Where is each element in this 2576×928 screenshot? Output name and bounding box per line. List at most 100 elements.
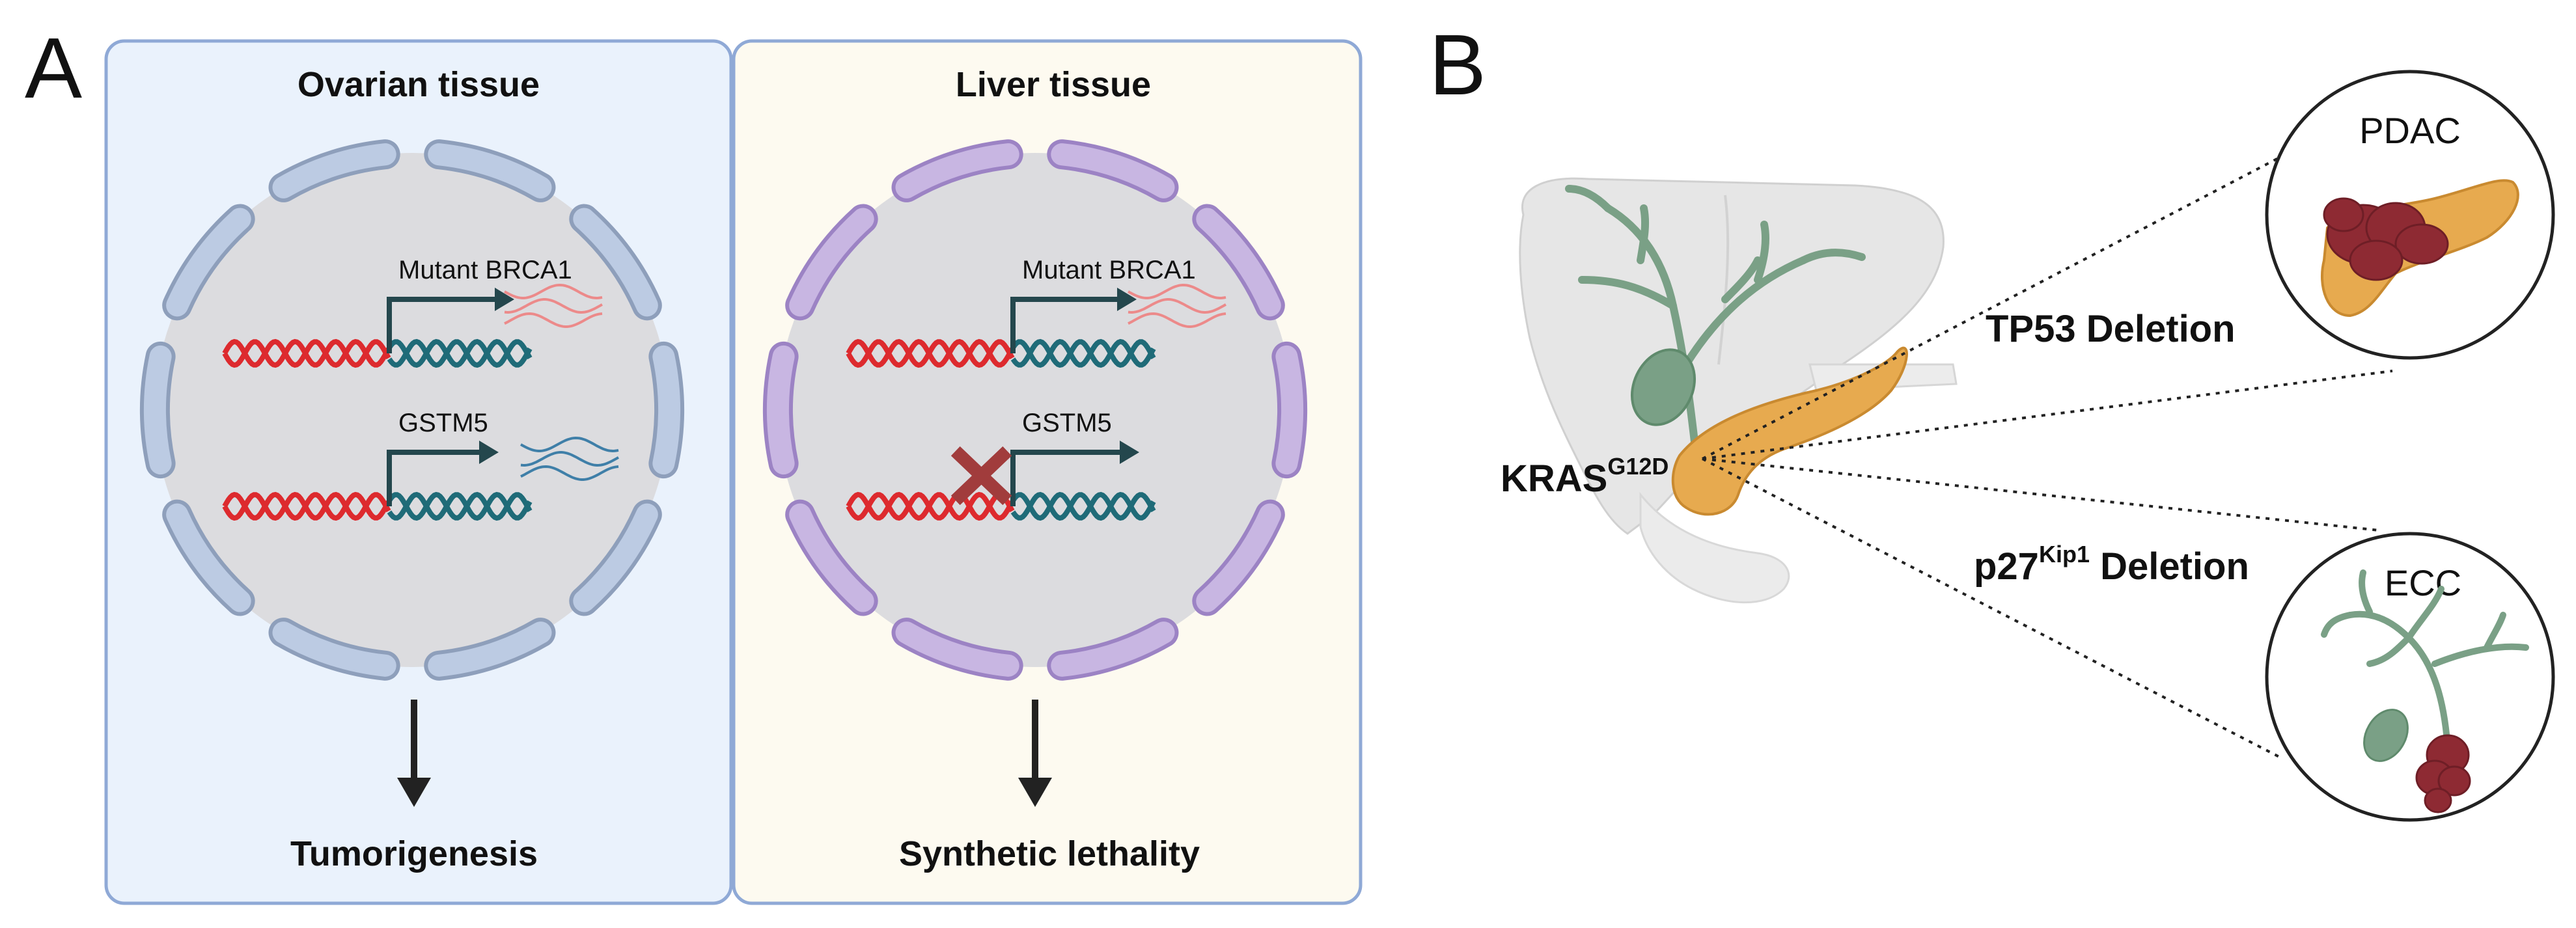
envelope-segment	[166, 208, 251, 317]
envelope-segment	[166, 503, 251, 612]
liver-top-gene: Mutant BRCA1	[846, 256, 1226, 368]
ovarian-promoter-arrow-top	[387, 297, 496, 353]
liver-promoter-arrow-bottom	[1010, 450, 1121, 506]
envelope-segment	[895, 621, 1019, 677]
envelope-segment	[1051, 143, 1175, 198]
ovarian-arrowhead-top	[495, 288, 514, 311]
panel-letter-b: B	[1429, 17, 1486, 113]
envelope-segment	[144, 345, 172, 475]
dna-strand	[387, 338, 533, 368]
dna-strand	[846, 338, 1015, 368]
mrna-strand	[504, 283, 603, 300]
liver-dna-top	[846, 338, 1156, 368]
ecc-tumor	[2415, 734, 2471, 813]
pdac-label: PDAC	[2359, 110, 2461, 151]
dna-strand	[1010, 491, 1156, 521]
block-x-icon	[950, 446, 1012, 506]
envelope-segment	[573, 208, 658, 317]
liver-promoter-arrow-top	[1010, 297, 1118, 353]
kras-base: KRAS	[1501, 457, 1607, 500]
envelope-segment	[652, 345, 680, 475]
p27-deletion-label: p27Kip1 Deletion	[1974, 541, 2249, 588]
ovarian-mrna-gstm5	[520, 436, 619, 481]
liver-title: Liver tissue	[956, 65, 1151, 104]
ovarian-panel: Ovarian tissue Mutant BRCA1 GSTM5 Tumori…	[104, 39, 733, 905]
p27-sup: Kip1	[2039, 541, 2090, 567]
ovarian-top-gene: Mutant BRCA1	[222, 256, 603, 368]
ovarian-title: Ovarian tissue	[298, 65, 540, 104]
liver-organ-illustration	[1519, 177, 1958, 604]
liver-bottom-gene: GSTM5	[846, 409, 1156, 521]
connector-lines	[1702, 152, 2393, 759]
dna-strand	[387, 491, 533, 521]
connector-line-3	[1702, 457, 2380, 532]
envelope-segment	[428, 621, 552, 677]
envelope-segment	[1275, 345, 1303, 475]
tp53-deletion-label: TP53 Deletion	[1986, 308, 2236, 350]
biliary-tree	[1565, 185, 1866, 485]
mrna-strand	[504, 312, 603, 328]
dna-strand	[222, 338, 391, 368]
liver-dna-bottom	[846, 491, 1156, 521]
pdac-tumor	[2323, 197, 2449, 281]
liver-nuclear-envelope	[763, 139, 1307, 681]
ovarian-outcome: Tumorigenesis	[290, 834, 538, 873]
envelope-segment	[272, 143, 396, 198]
liver-nucleus	[763, 139, 1307, 681]
liver-down-arrowhead	[1018, 778, 1052, 807]
envelope-segment	[789, 503, 874, 612]
mrna-strand	[520, 436, 619, 453]
ovarian-gene-bottom-label: GSTM5	[398, 409, 488, 437]
envelope-segment	[895, 143, 1019, 198]
liver-gene-bottom-label: GSTM5	[1022, 409, 1112, 437]
mrna-strand	[1128, 283, 1226, 300]
connector-line-2	[1702, 370, 2393, 460]
gallbladder	[1630, 348, 1697, 426]
p27-base: p27	[1974, 545, 2039, 588]
ovarian-promoter-arrow-bottom	[387, 450, 480, 506]
mrna-strand	[520, 465, 619, 481]
envelope-segment	[573, 503, 658, 612]
liver-nucleus-body	[778, 153, 1292, 667]
mrna-strand	[1128, 298, 1226, 314]
connector-line-4	[1702, 457, 2282, 759]
ovarian-nucleus-body	[155, 153, 669, 667]
mrna-strand	[504, 298, 603, 314]
pdac-inset: PDAC	[2265, 70, 2555, 360]
ovarian-nuclear-envelope	[140, 139, 684, 681]
p27-suffix: Deletion	[2090, 545, 2249, 588]
kras-label: KRASG12D	[1501, 453, 1669, 500]
dna-strand	[846, 491, 1015, 521]
panel-letter-a: A	[25, 20, 82, 116]
liver-panel: Liver tissue Mutant BRCA1 GSTM5 Syntheti…	[732, 39, 1363, 905]
dna-strand	[1010, 338, 1156, 368]
ovarian-bottom-gene: GSTM5	[222, 409, 619, 521]
ovarian-dna-bottom	[222, 491, 533, 521]
connector-line-1	[1702, 152, 2289, 460]
ovarian-arrowhead-bottom	[479, 441, 499, 464]
ovarian-mrna-mutant	[504, 283, 603, 328]
liver-gene-top-label: Mutant BRCA1	[1022, 256, 1196, 284]
liver-arrowhead-bottom	[1120, 441, 1139, 464]
liver-outcome: Synthetic lethality	[899, 834, 1200, 873]
envelope-segment	[428, 143, 552, 198]
kras-sup: G12D	[1607, 453, 1669, 480]
envelope-segment	[1196, 503, 1281, 612]
duodenum-shape	[1639, 491, 1790, 604]
ecc-gallbladder	[2363, 709, 2409, 762]
envelope-segment	[789, 208, 874, 317]
envelope-segment	[767, 345, 795, 475]
ecc-circle	[2265, 532, 2555, 822]
liver-arrowhead-top	[1117, 288, 1137, 311]
ovarian-dna-top	[222, 338, 533, 368]
envelope-segment	[1196, 208, 1281, 317]
ecc-label: ECC	[2385, 562, 2461, 603]
envelope-segment	[1051, 621, 1175, 677]
liver-lobe-line	[1717, 195, 1730, 365]
ovarian-down-arrowhead	[397, 778, 431, 807]
mrna-strand	[520, 451, 619, 467]
ecc-biliary-tree	[2321, 569, 2529, 752]
ovarian-nucleus	[140, 139, 684, 681]
liver-mrna-mutant	[1128, 283, 1226, 328]
